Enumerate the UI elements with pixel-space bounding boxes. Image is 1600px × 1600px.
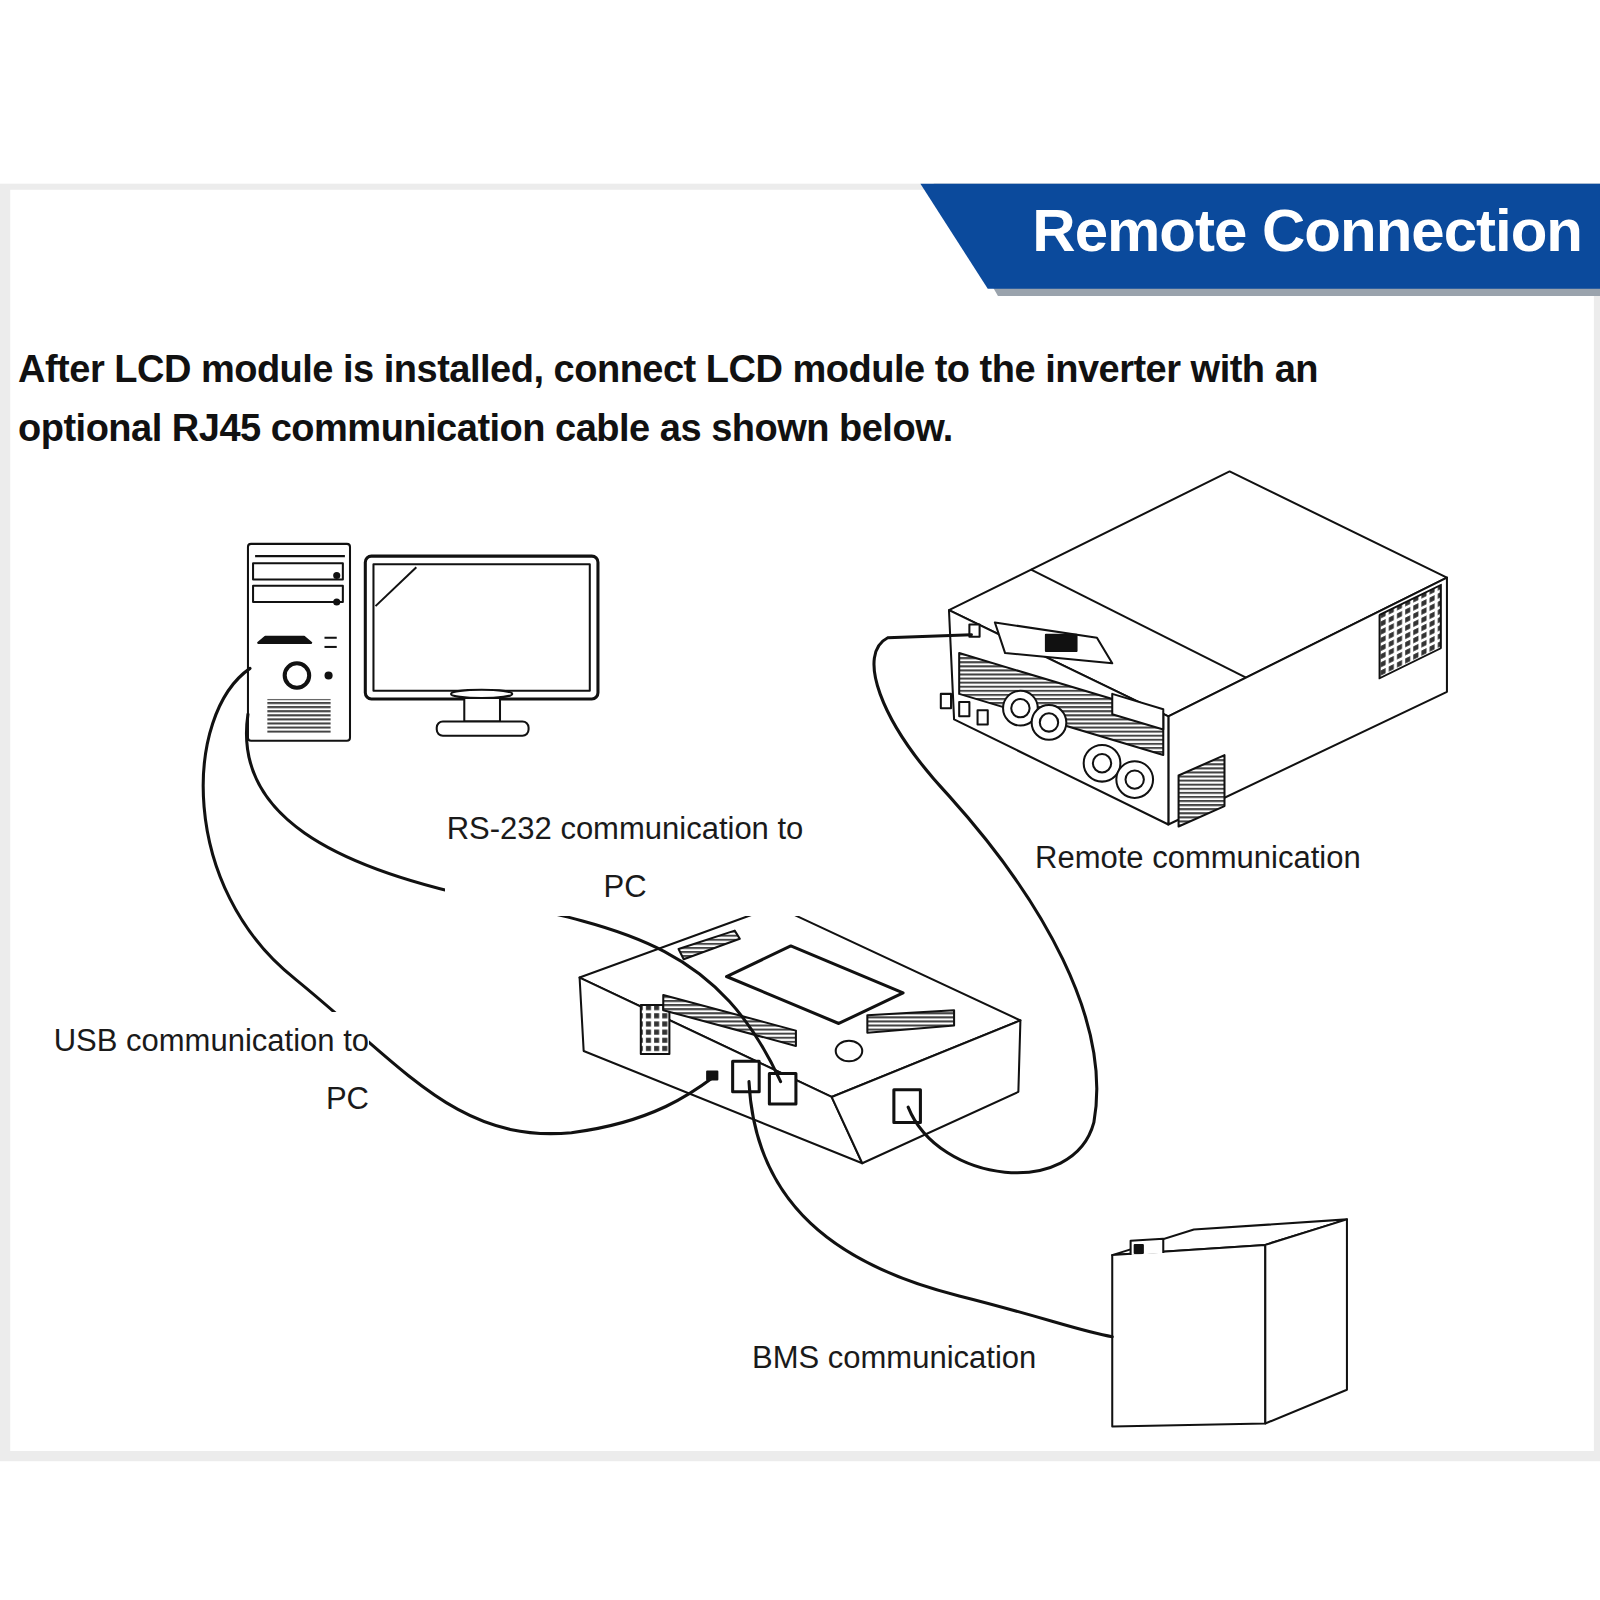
banner-title: Remote Connection — [1032, 196, 1582, 265]
bms-cable — [749, 1082, 1112, 1337]
inverter — [941, 471, 1447, 826]
cable-label: Remote communication — [1035, 840, 1361, 876]
frame — [0, 184, 1600, 1462]
cable-label: BMS communication — [752, 1340, 1036, 1376]
cable-label: USB communication to PC — [24, 1012, 369, 1128]
banner — [920, 184, 1600, 289]
panel — [10, 190, 1594, 1451]
lcd-module — [580, 906, 1021, 1163]
cable-label: RS-232 communication to PC — [445, 800, 805, 916]
battery — [1112, 1219, 1347, 1426]
intro-text: After LCD module is installed, connect L… — [18, 340, 1438, 458]
pc-tower — [248, 544, 350, 741]
remote-cable — [874, 635, 1097, 1173]
pc-monitor — [365, 556, 598, 736]
